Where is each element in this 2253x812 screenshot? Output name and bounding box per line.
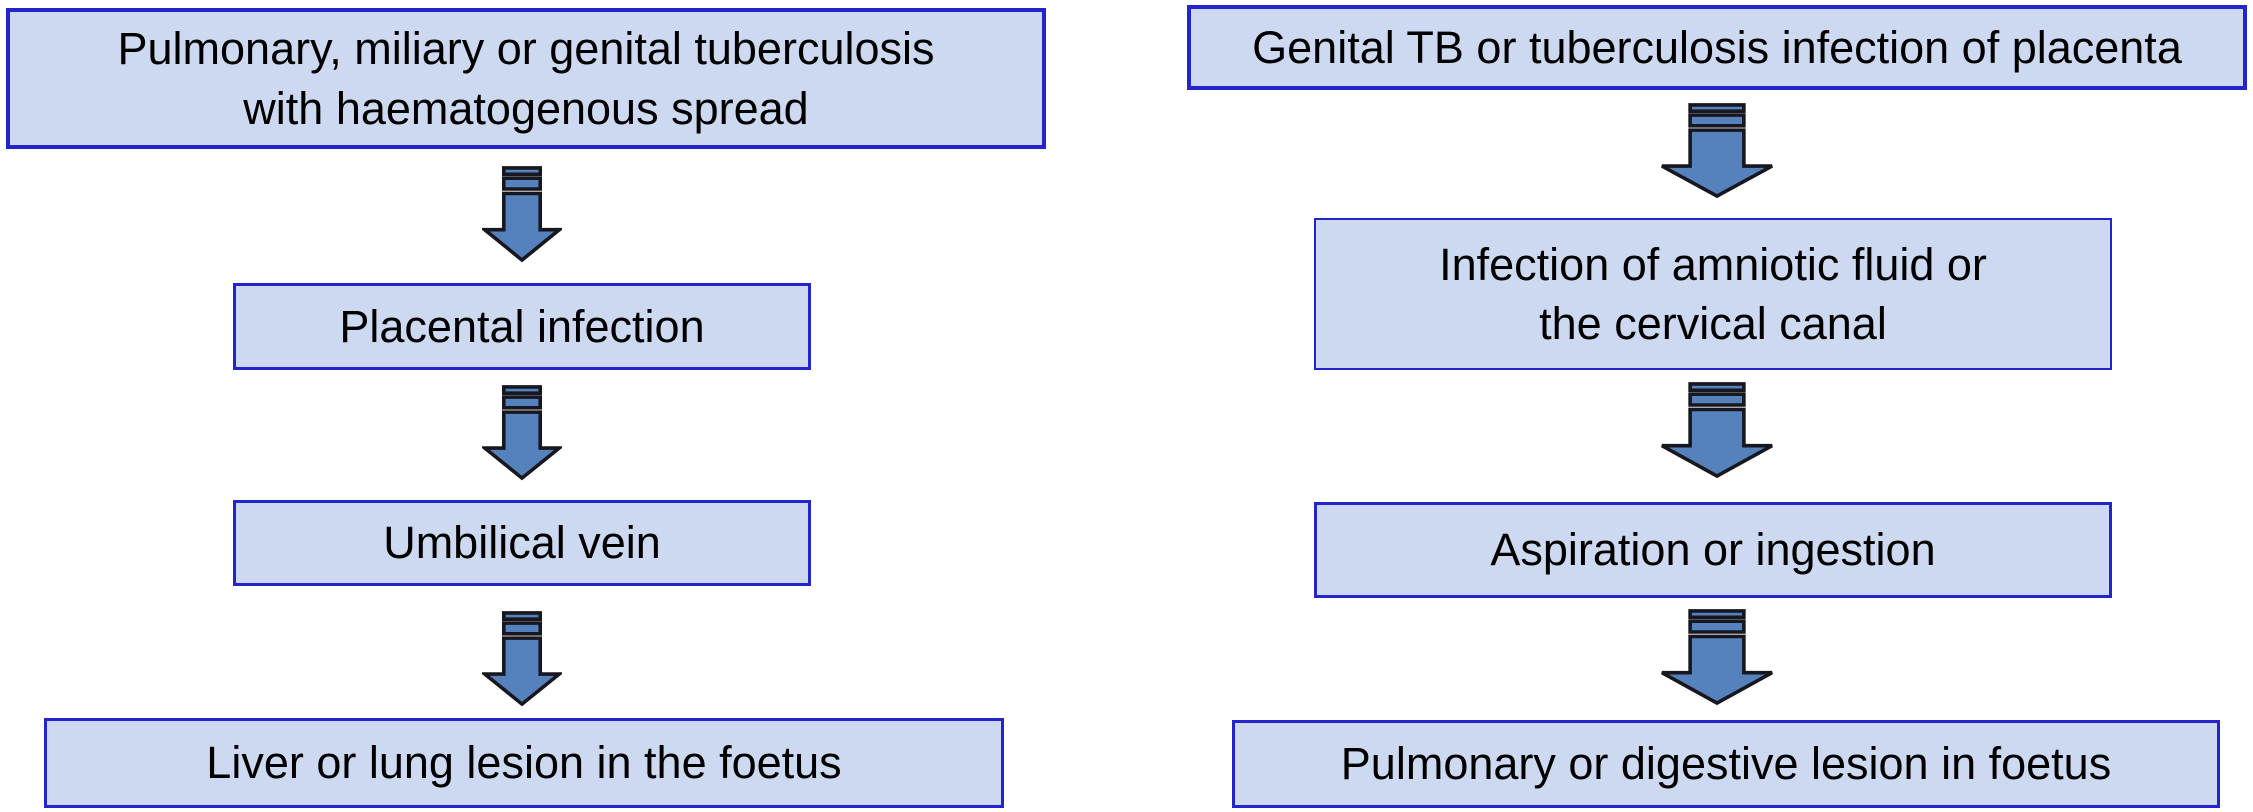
flow-box-genital-tb-placenta-infection: Genital TB or tuberculosis infection of …	[1187, 5, 2247, 90]
flow-box-liver-lung-lesion: Liver or lung lesion in the foetus	[44, 718, 1004, 808]
flow-box-label: Placental infection	[339, 300, 705, 352]
striped-down-arrow-icon	[1658, 381, 1776, 479]
striped-down-arrow-icon	[1658, 608, 1776, 706]
striped-down-arrow-icon	[482, 165, 562, 263]
flow-box-pulmonary-digestive-lesion: Pulmonary or digestive lesion in foetus	[1232, 720, 2220, 808]
flow-box-placental-infection: Placental infection	[233, 283, 811, 370]
flow-box-aspiration-ingestion: Aspiration or ingestion	[1314, 502, 2112, 598]
flow-box-label: Liver or lung lesion in the foetus	[206, 737, 842, 789]
flow-box-label: Infection of amniotic fluid or the cervi…	[1439, 238, 1987, 349]
flow-box-amniotic-fluid-infection: Infection of amniotic fluid or the cervi…	[1314, 218, 2112, 370]
flow-box-label: Genital TB or tuberculosis infection of …	[1252, 21, 2182, 73]
flow-box-umbilical-vein: Umbilical vein	[233, 500, 811, 586]
striped-down-arrow-icon	[482, 384, 562, 481]
striped-down-arrow-icon	[1658, 102, 1776, 199]
flow-box-label: Pulmonary, miliary or genital tuberculos…	[117, 23, 935, 134]
striped-down-arrow-icon	[482, 610, 562, 707]
flow-box-pulmonary-miliary-genital-tb: Pulmonary, miliary or genital tuberculos…	[6, 8, 1046, 149]
flow-box-label: Pulmonary or digestive lesion in foetus	[1340, 738, 2112, 790]
flow-box-label: Umbilical vein	[383, 517, 661, 569]
flow-box-label: Aspiration or ingestion	[1490, 524, 1936, 576]
